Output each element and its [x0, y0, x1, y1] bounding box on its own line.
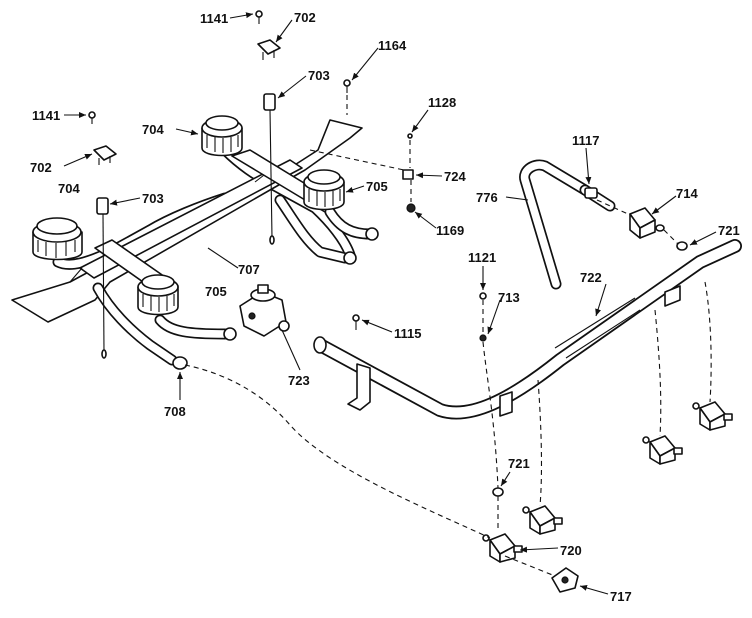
screw-1115 — [352, 314, 360, 330]
igniter-rod-lower — [96, 197, 109, 359]
washer-713 — [479, 334, 487, 342]
label-721-upper: 721 — [718, 223, 740, 238]
label-1121: 1121 — [468, 250, 496, 265]
washer-721-lower — [492, 487, 504, 497]
burner-tube-front-left — [92, 282, 178, 366]
washer-721-upper — [676, 241, 688, 251]
label-705-lower: 705 — [205, 284, 227, 299]
burner-head-front-right — [303, 169, 345, 211]
manifold-pipe-722 — [313, 239, 742, 420]
part-labels: 1141 702 703 1164 1141 704 1128 702 724 … — [30, 10, 740, 604]
label-717: 717 — [610, 589, 632, 604]
label-705-upper: 705 — [366, 179, 388, 194]
label-722: 722 — [580, 270, 602, 285]
washer-1169 — [406, 203, 416, 213]
screw-1128 — [407, 133, 413, 139]
burner-head-front-left — [137, 274, 179, 316]
igniter-rod-upper — [263, 93, 276, 245]
label-703-upper: 703 — [308, 68, 330, 83]
burner-assembly — [11, 10, 379, 370]
burner-tube-right-lower — [274, 194, 351, 264]
valve-mid-lower — [522, 505, 563, 535]
leader-lines — [63, 12, 717, 595]
burner-head-rear-left — [32, 217, 83, 261]
screw-1141-upper — [255, 10, 263, 24]
label-704-lower: 704 — [58, 181, 80, 196]
manifold-assembly — [313, 133, 742, 593]
label-1128: 1128 — [428, 95, 456, 110]
label-702-lower: 702 — [30, 160, 52, 175]
manifold-mount-bracket — [347, 285, 681, 417]
label-1141-upper: 1141 — [200, 11, 228, 26]
label-707: 707 — [238, 262, 260, 277]
knob-717 — [551, 567, 579, 593]
label-723: 723 — [288, 373, 310, 388]
bracket-rod-776 — [519, 159, 616, 290]
label-708: 708 — [164, 404, 186, 419]
label-702-upper: 702 — [294, 10, 316, 25]
valve-720 — [482, 533, 523, 563]
valve-right-upper — [692, 401, 733, 431]
tube-nozzle-ends — [172, 227, 379, 370]
label-703-lower: 703 — [142, 191, 164, 206]
label-720: 720 — [560, 543, 582, 558]
fitting-724 — [402, 169, 414, 180]
screw-1164 — [343, 79, 351, 93]
label-704-upper: 704 — [142, 122, 164, 137]
valve-right-lower — [642, 435, 683, 465]
label-1169: 1169 — [436, 223, 464, 238]
label-776: 776 — [476, 190, 498, 205]
label-1141-lower: 1141 — [32, 108, 60, 123]
bracket-702-lower — [93, 145, 117, 165]
label-1115: 1115 — [394, 326, 422, 341]
screw-1141-lower — [88, 111, 96, 124]
washer-1121 — [479, 292, 487, 300]
label-1117: 1117 — [572, 133, 600, 148]
label-714: 714 — [676, 186, 698, 201]
burner-tube-front-mid — [154, 314, 231, 340]
label-1164: 1164 — [378, 38, 407, 53]
fitting-1117 — [584, 187, 598, 199]
burner-tube-rear-right — [219, 144, 356, 261]
burner-head-rear-right — [201, 115, 243, 157]
label-721-lower: 721 — [508, 456, 530, 471]
pressure-regulator-723 — [239, 284, 290, 337]
valve-714 — [629, 207, 665, 239]
label-713: 713 — [498, 290, 520, 305]
label-724: 724 — [444, 169, 466, 184]
bracket-702-upper — [257, 39, 281, 60]
assembly-dashed-lines — [184, 95, 712, 577]
